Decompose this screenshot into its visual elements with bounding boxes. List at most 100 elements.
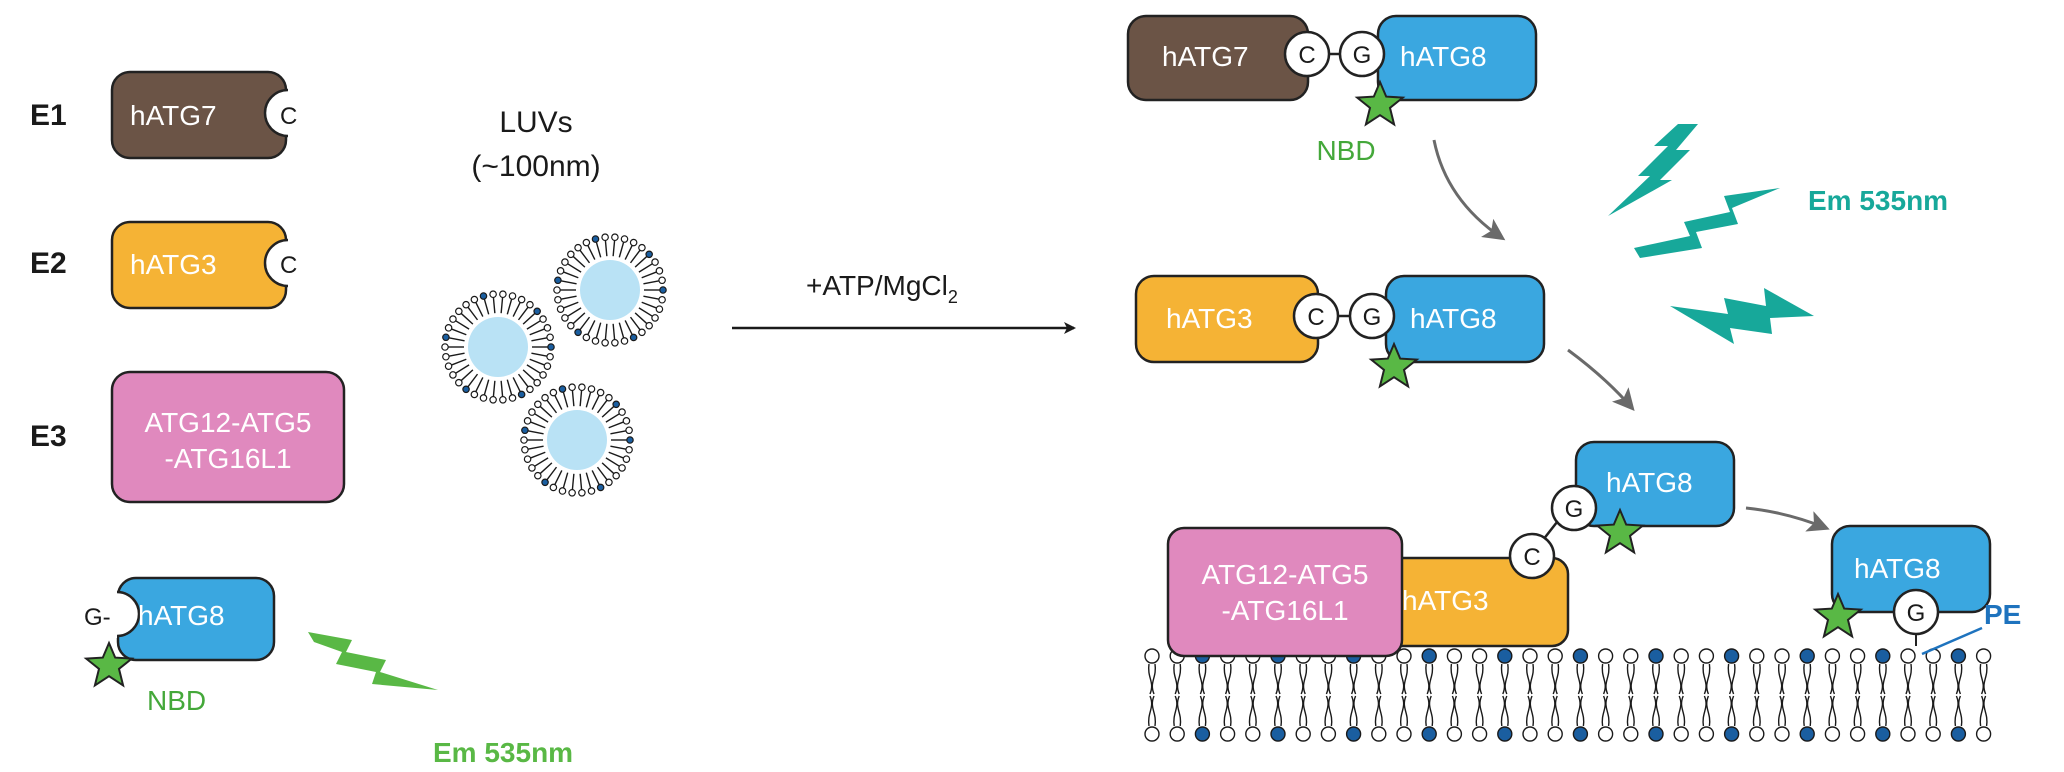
lipid-molecule [1648, 648, 1664, 742]
step3-hatg3-label: hATG3 [1402, 585, 1489, 616]
pe-label: PE [1984, 599, 2021, 630]
lipid-tail [1702, 663, 1707, 695]
lipid-head [1648, 648, 1664, 664]
lipid-head [611, 338, 619, 347]
lipid-head [1975, 648, 1992, 664]
lipid-molecule [1623, 648, 1639, 742]
lipid-tail [1202, 695, 1207, 727]
lipid-head [611, 233, 619, 242]
lipid-head [582, 333, 591, 342]
lipid-head [1396, 726, 1412, 742]
lipid-tail [1299, 695, 1304, 727]
lipid-head [1144, 726, 1160, 742]
lipid-molecule [1547, 648, 1563, 742]
lipid-tail [567, 263, 582, 273]
lipid-tail [522, 312, 536, 325]
lipid-molecule [1824, 648, 1841, 742]
lipid-tail [531, 337, 548, 342]
lipid-tail [455, 364, 470, 374]
lipid-tail [638, 263, 653, 273]
lipid-tail [1756, 695, 1761, 727]
liposome-2 [553, 233, 667, 347]
lipid-head [1698, 726, 1715, 742]
lipid-molecule [1446, 648, 1463, 742]
lipid-tail [1677, 663, 1682, 695]
lipid-molecule [1698, 648, 1715, 742]
lipid-head [442, 333, 450, 342]
lipid-head [587, 385, 596, 393]
lipid-head [651, 314, 659, 322]
lipid-tail [587, 244, 596, 260]
liposome-lumen [547, 410, 607, 470]
lipid-tail [1399, 695, 1405, 727]
lipid-molecule [1144, 648, 1160, 742]
lipid-head [578, 383, 586, 392]
lipid-tail [1273, 663, 1279, 695]
lipid-head [645, 321, 653, 330]
lipid-molecule [1572, 648, 1589, 742]
lipid-tail [1932, 663, 1938, 695]
lipid-tail [1403, 663, 1409, 695]
step1-hatg7-label: hATG7 [1162, 41, 1249, 72]
lipid-tail [1580, 663, 1585, 695]
lipid-head [601, 233, 609, 242]
lipid-tail [1450, 695, 1455, 727]
product-g-label: G [1907, 600, 1926, 627]
lipid-head [561, 258, 569, 266]
lipid-tail [629, 249, 641, 264]
lipid-tail [571, 473, 575, 490]
lipid-head [625, 445, 633, 454]
lipid-tail [1626, 663, 1632, 695]
lipid-tail [1504, 663, 1509, 695]
lipid-tail [618, 322, 625, 339]
lipid-tail [1328, 695, 1333, 727]
lipid-tail [522, 369, 536, 382]
lipid-tail [1576, 695, 1581, 727]
lipid-head [1950, 648, 1967, 664]
lipid-tail [1252, 663, 1257, 695]
lipid-molecule [1245, 648, 1261, 742]
lipid-tail [1273, 695, 1279, 727]
lipid-head [638, 328, 646, 337]
lipid-tail [1576, 663, 1581, 695]
lipid-head [625, 426, 633, 435]
lipid-head [534, 400, 542, 409]
step2-g-node [1348, 292, 1396, 340]
lipid-tail [604, 240, 608, 257]
lipid-tail [1651, 663, 1657, 695]
lipid-head [1698, 648, 1715, 664]
e2-tag: E2 [30, 247, 67, 280]
lipid-head [645, 250, 653, 259]
lipid-tail [562, 391, 569, 408]
lipid-tail [1147, 695, 1153, 727]
step1-g-label: G [1353, 42, 1372, 69]
lipid-head [556, 267, 565, 275]
lipid-tail [1828, 695, 1833, 727]
lipid-head [1471, 648, 1488, 664]
lipid-tail [1475, 695, 1480, 727]
lipid-tail [1475, 663, 1480, 695]
lipid-molecule [1875, 648, 1891, 742]
lipid-head [523, 455, 532, 463]
lipid-tail [1853, 695, 1858, 727]
lipid-tail [1626, 695, 1632, 727]
lipid-head [479, 394, 488, 402]
lipid-head [554, 276, 562, 285]
lipid-tail [1299, 663, 1304, 695]
lipid-tail [1828, 663, 1833, 695]
lipid-molecule [1925, 648, 1941, 742]
lipid-tail [517, 373, 529, 388]
lipid-head [533, 307, 541, 316]
lipid-tail [1425, 663, 1430, 695]
lipid-tail [1554, 695, 1560, 727]
lipid-head [549, 483, 558, 492]
lipid-head [1900, 726, 1916, 742]
lipid-head [556, 305, 565, 313]
lipid-head [528, 408, 536, 416]
lipid-head [1723, 726, 1740, 742]
lipid-tail [1302, 695, 1308, 727]
lipid-tail [1252, 695, 1257, 727]
lipid-head [567, 250, 575, 259]
lipid-tail [1198, 663, 1203, 695]
